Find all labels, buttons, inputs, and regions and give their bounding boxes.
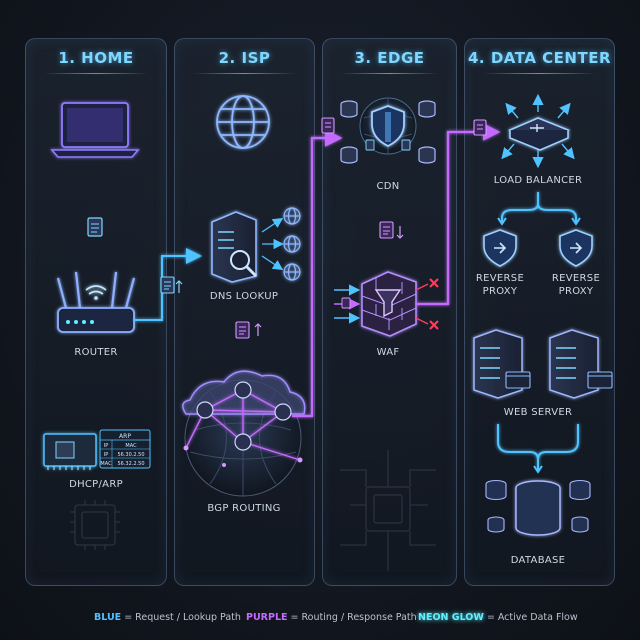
panel-divider: [483, 73, 596, 74]
legend-glow: NEON GLOW = Active Data Flow: [418, 612, 578, 623]
label-dns-lookup: DNS LOOKUP: [209, 291, 279, 302]
legend-purple: PURPLE = Routing / Response Path: [246, 612, 417, 623]
small-globe-icons: [283, 207, 301, 281]
arp-row2-ip: MAC: [100, 461, 112, 467]
label-waf: WAF: [376, 347, 400, 358]
flow-bgp-to-cdn: [292, 129, 343, 418]
router-icon: [56, 271, 136, 333]
panel-divider: [193, 73, 296, 74]
globe-icon: [216, 95, 270, 149]
arp-header: ARP: [119, 433, 131, 440]
legend-glow-key: NEON GLOW: [418, 612, 484, 623]
legend-blue-key: BLUE: [94, 612, 122, 623]
panel-title-data-center: 4. DATA CENTER: [468, 49, 611, 67]
arp-col-mac: MAC: [125, 443, 137, 449]
network-card-icon: [43, 433, 97, 470]
database-icon: [515, 480, 561, 536]
panel-title-edge: 3. EDGE: [354, 49, 425, 67]
reverse-proxy-icon-2: [559, 229, 593, 267]
circuit-decoration-home: [70, 500, 120, 550]
flow-load-balancer-to-proxies: [501, 192, 577, 222]
legend-purple-key: PURPLE: [246, 612, 288, 623]
panel-divider: [44, 73, 148, 74]
arp-col-ip: IP: [104, 443, 109, 449]
arp-row-ip: IP: [104, 452, 109, 458]
cdn-icon: [340, 97, 436, 164]
blocked-traffic-icons: [415, 278, 439, 330]
bgp-globe-icon: [182, 370, 306, 497]
circuit-decoration-edge: [340, 450, 436, 571]
packet-icon: [321, 117, 335, 134]
legend-glow-text: = Active Data Flow: [483, 612, 578, 623]
arp-row-mac: 56.30.2.50: [117, 452, 144, 458]
label-reverse-proxy-1: REVERSE PROXY: [475, 273, 525, 297]
flow-web-servers-to-database: [497, 424, 579, 470]
packet-icon: [160, 276, 183, 294]
load-balancer-icon: [507, 117, 571, 151]
label-database: DATABASE: [510, 555, 566, 566]
panel-title-home: 1. HOME: [58, 49, 134, 67]
browser-window-icons: [505, 371, 613, 389]
label-web-server: WEB SERVER: [503, 407, 573, 418]
packet-icon: [235, 321, 262, 339]
legend-purple-text: = Routing / Response Path: [287, 612, 417, 623]
database-shards-icon: [485, 479, 591, 533]
packet-icon: [473, 119, 487, 136]
dns-query-arrows: [261, 217, 284, 271]
reverse-proxy-icon-1: [483, 229, 517, 267]
panel-title-isp: 2. ISP: [218, 49, 271, 67]
arp-table: ARP IP MAC IP 56.30.2.50 MAC 56.32.2.50: [99, 429, 151, 469]
label-dhcp-arp: DHCP/ARP: [69, 479, 123, 490]
load-balancer-spokes: [501, 93, 575, 169]
label-router: ROUTER: [74, 347, 118, 358]
dns-server-icon: [211, 211, 258, 283]
legend-blue-text: = Request / Lookup Path: [121, 612, 241, 623]
firewall-icon: [361, 271, 417, 337]
flow-waf-to-load-balancer: [416, 123, 501, 306]
label-cdn: CDN: [376, 181, 400, 192]
packet-icon: [87, 217, 103, 237]
web-server-icon-2: [549, 329, 599, 399]
waf-inbound-arrows: [334, 284, 361, 324]
label-reverse-proxy-2: REVERSE PROXY: [551, 273, 601, 297]
label-bgp-routing: BGP ROUTING: [207, 503, 281, 514]
packet-icon: [379, 221, 404, 239]
label-load-balancer: LOAD BALANCER: [493, 175, 583, 186]
panel-divider: [341, 73, 438, 74]
arp-row2-mac: 56.32.2.50: [117, 461, 144, 467]
laptop-icon: [50, 102, 140, 158]
legend-blue: BLUE = Request / Lookup Path: [94, 612, 241, 623]
